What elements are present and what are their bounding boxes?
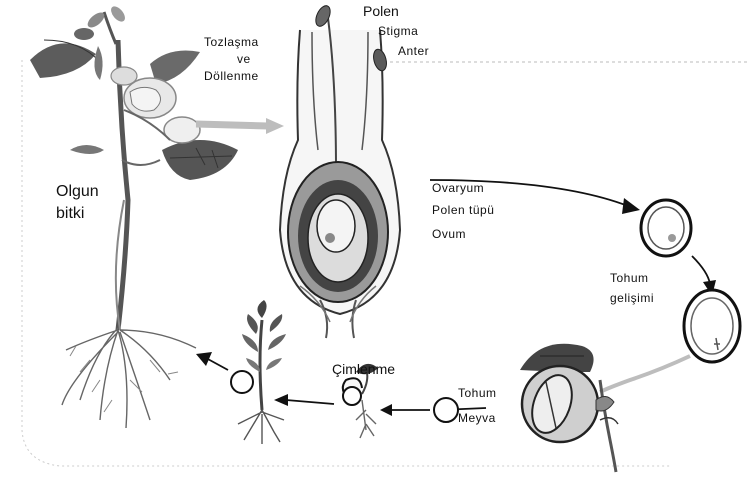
- label-polen: Polen: [363, 4, 399, 18]
- label-bitki: bitki: [56, 206, 84, 222]
- label-tohum-gelisimi-2: gelişimi: [610, 292, 654, 304]
- label-cimlenme: Çimlenme: [332, 362, 395, 376]
- fruit: [520, 344, 618, 472]
- label-meyva: Meyva: [458, 412, 496, 424]
- carpel-cross-section: [280, 3, 400, 338]
- mature-seed: [684, 290, 740, 362]
- label-ve: ve: [237, 53, 251, 65]
- label-ovum: Ovum: [432, 228, 466, 240]
- label-tohum: Tohum: [458, 387, 497, 399]
- label-tozlasma: Tozlaşma: [204, 36, 259, 48]
- label-olgun: Olgun: [56, 184, 99, 200]
- young-plant: [231, 300, 286, 444]
- label-ovaryum: Ovaryum: [432, 182, 484, 194]
- label-polen-tupu: Polen tüpü: [432, 204, 494, 216]
- label-anter: Anter: [398, 45, 429, 57]
- label-stigma: Stigma: [378, 25, 418, 37]
- label-dollenme: Döllenme: [204, 70, 259, 82]
- label-tohum-gelisimi-1: Tohum: [610, 272, 649, 284]
- developing-seed: [641, 200, 691, 256]
